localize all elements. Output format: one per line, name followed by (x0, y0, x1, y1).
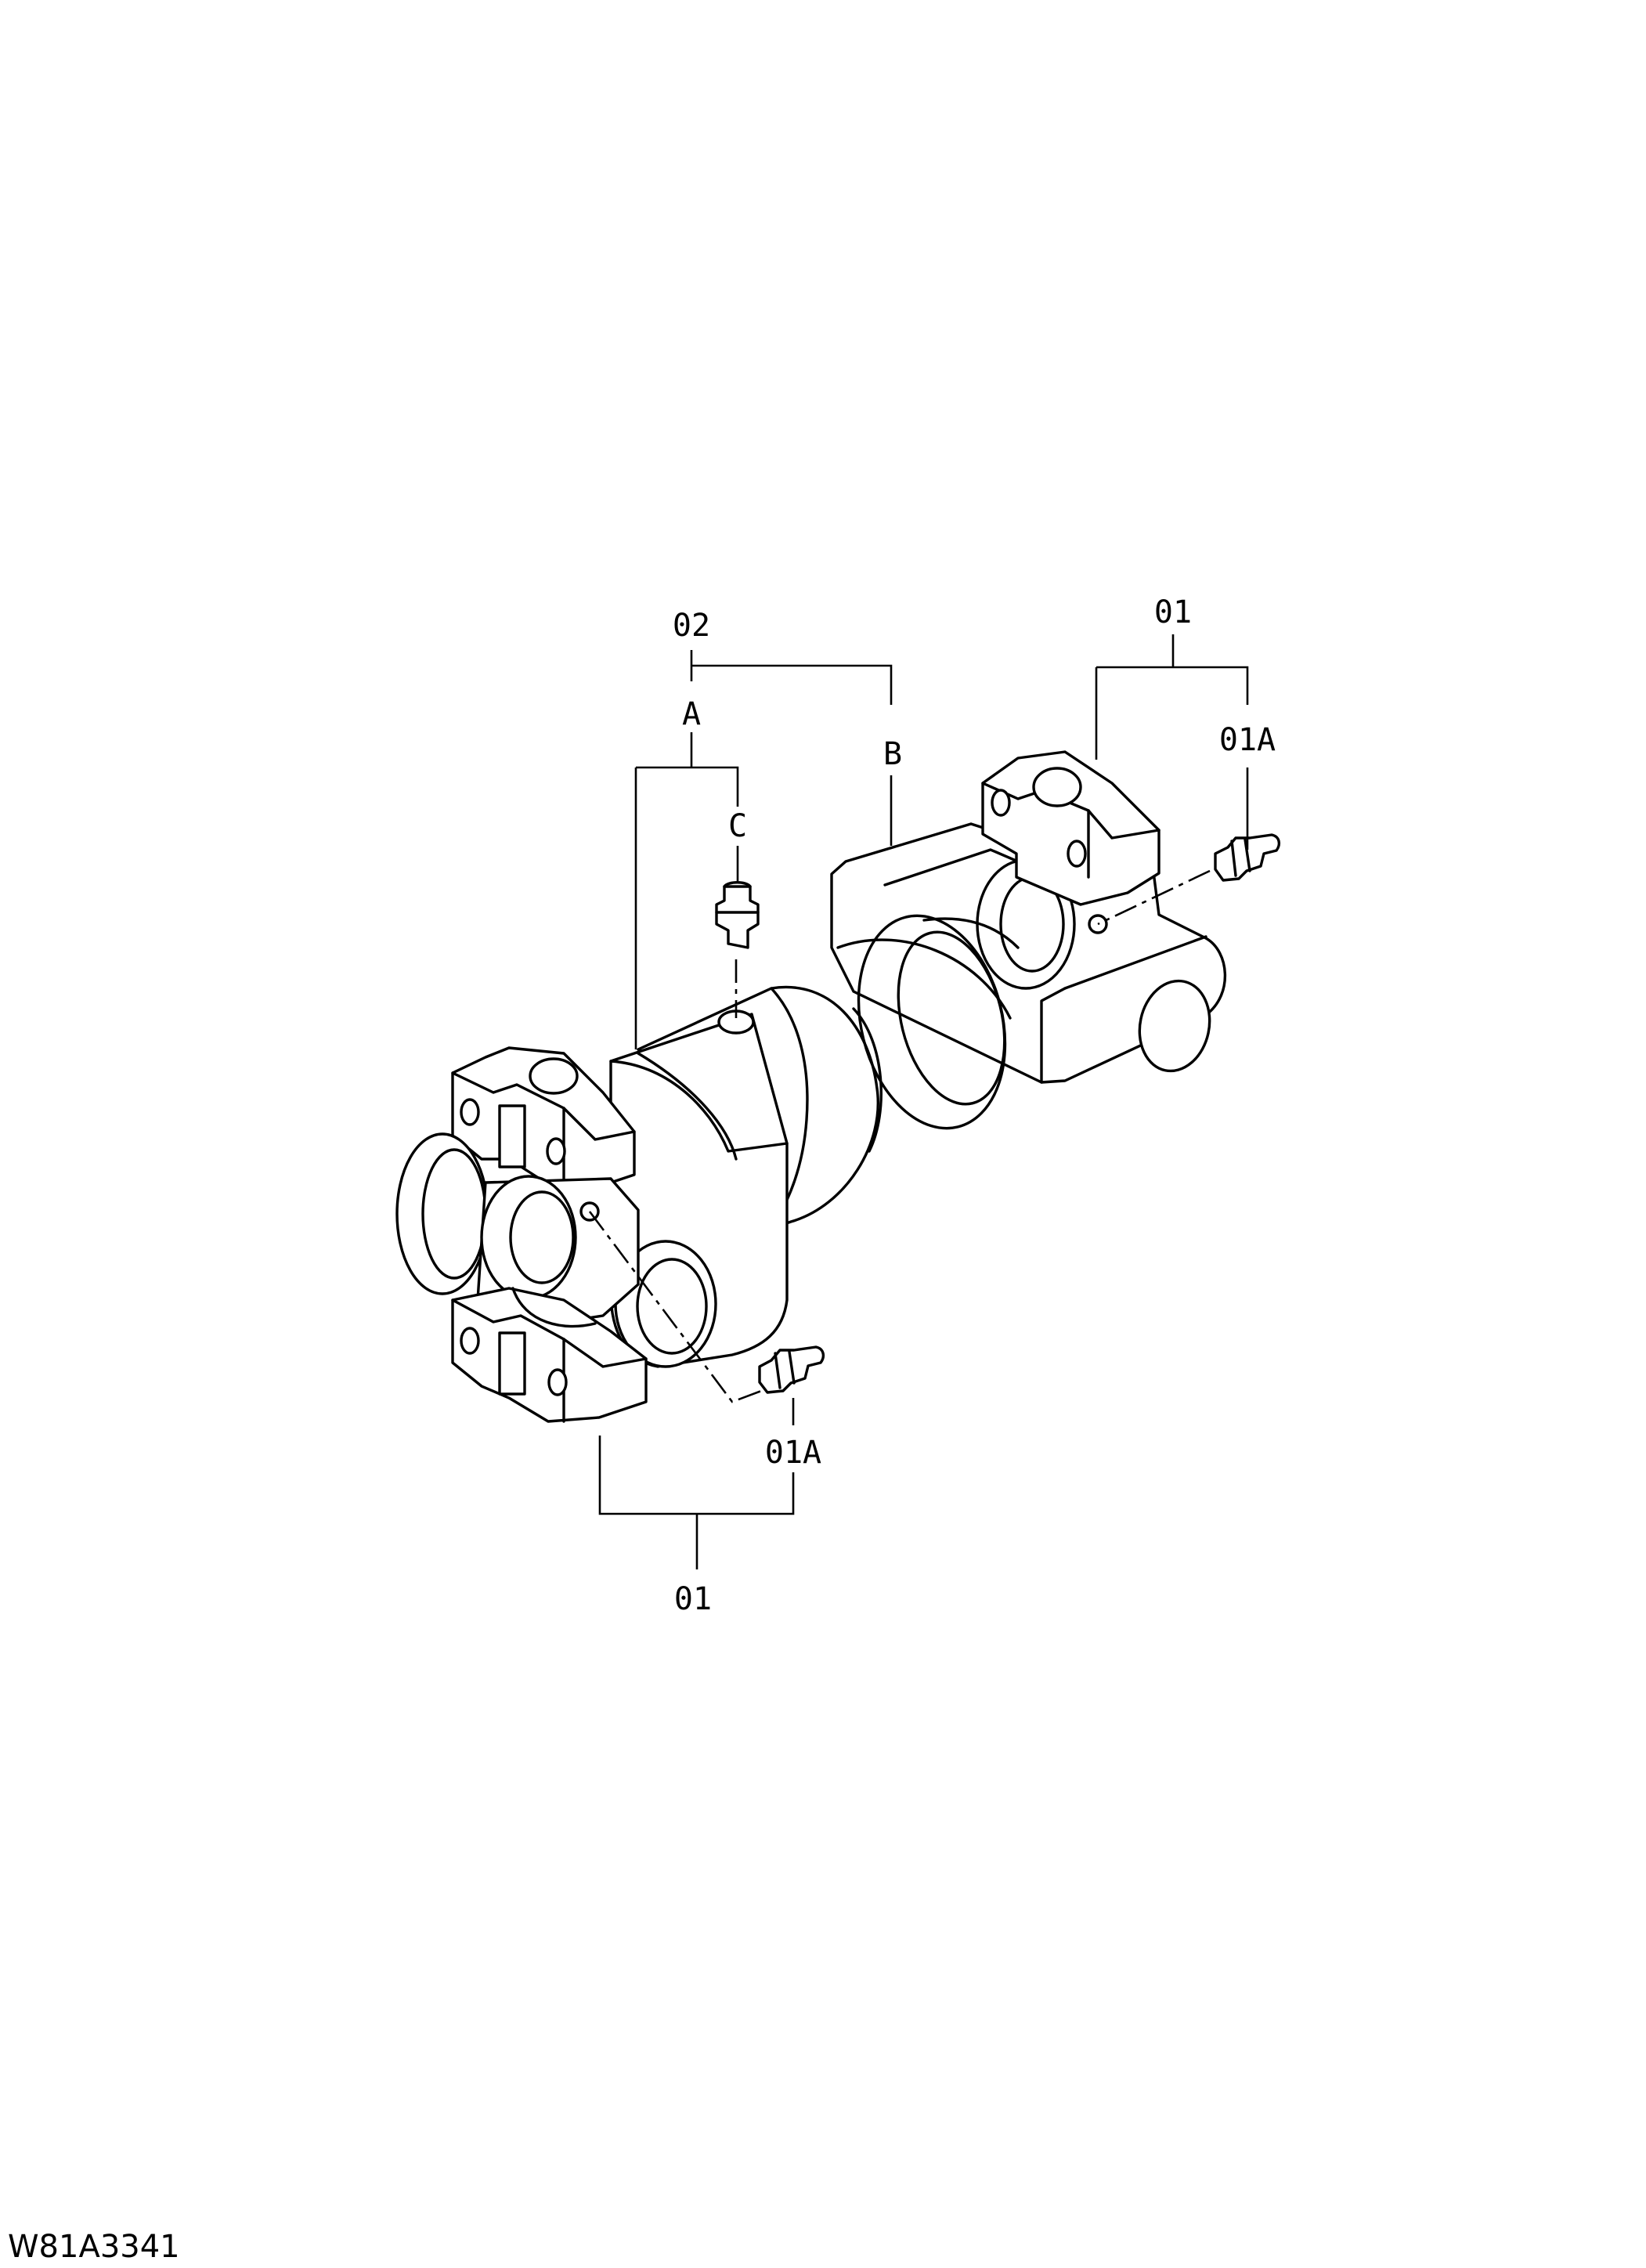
grease-fitting-right (1214, 833, 1281, 882)
drawing-code: W81A3341 (8, 2229, 180, 2265)
grease-fitting-left (758, 1345, 825, 1394)
callout-01-right: 01 (1154, 594, 1192, 630)
callout-a: A (682, 696, 701, 732)
grease-fitting-c (715, 881, 760, 1035)
callout-labels: 02 A B C 01 01A 01A 01 (673, 594, 1276, 1617)
callout-b: B (883, 736, 902, 772)
left-yoke-assembly (395, 1013, 789, 1423)
callout-02: 02 (673, 608, 710, 644)
leader-lines (598, 634, 1249, 1569)
callout-01a-right: 01A (1219, 722, 1276, 758)
right-yoke-assembly (830, 750, 1227, 1084)
callout-c: C (728, 808, 747, 844)
grease-path-lines (588, 869, 1211, 1403)
callout-01-left: 01 (674, 1581, 712, 1617)
callout-01a-left: 01A (765, 1435, 821, 1471)
